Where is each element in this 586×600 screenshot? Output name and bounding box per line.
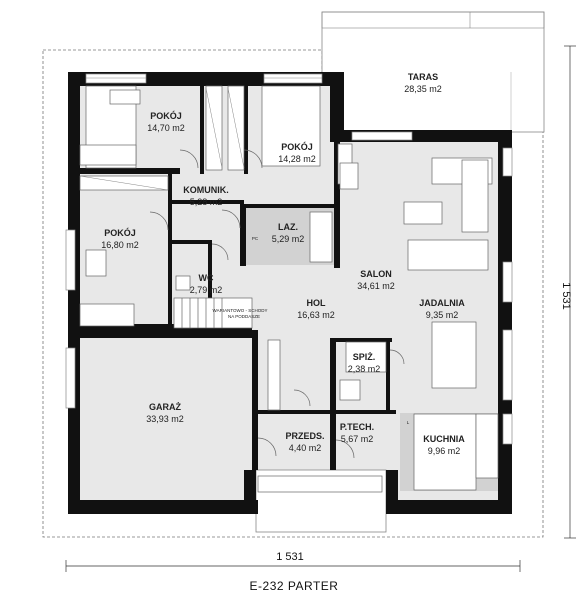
room-area-label: 14,70 m2 bbox=[147, 123, 185, 133]
plan-caption: E-232 PARTER bbox=[250, 579, 339, 593]
room-area-label: 9,35 m2 bbox=[426, 310, 459, 320]
room-name-label: SALON bbox=[360, 269, 392, 279]
room-area-label: 28,35 m2 bbox=[404, 84, 442, 94]
room-name-label: JADALNIA bbox=[419, 298, 465, 308]
room-area-label: 16,63 m2 bbox=[297, 310, 335, 320]
dimension-lines bbox=[65, 45, 576, 572]
room-area-label: 16,80 m2 bbox=[101, 240, 139, 250]
room-area-label: 2,38 m2 bbox=[348, 364, 381, 374]
doors bbox=[149, 149, 405, 459]
stair-note-line2: NA PODDASZE bbox=[228, 314, 260, 319]
room-name-label: KOMUNIK. bbox=[183, 185, 229, 195]
depth-dimension: 1 531 bbox=[560, 282, 572, 310]
room-area-label: 14,28 m2 bbox=[278, 154, 316, 164]
stair-note-line1: WARIANTOWO - SCHODY bbox=[213, 308, 268, 313]
room-name-label: GARAŻ bbox=[149, 402, 181, 412]
windows bbox=[65, 73, 513, 445]
room-name-label: POKÓJ bbox=[281, 141, 313, 152]
room-labels: POKÓJ 14,70 m2 POKÓJ 14,28 m2 TARAS 28,35 m2 K… bbox=[101, 72, 465, 456]
room-area-label: 9,96 m2 bbox=[428, 446, 461, 456]
room-area-label: 5,28 m2 bbox=[190, 197, 223, 207]
width-dimension: 1 531 bbox=[276, 551, 304, 563]
room-area-label: 4,40 m2 bbox=[289, 443, 322, 453]
room-area-label: 33,93 m2 bbox=[146, 414, 184, 424]
pc-mark: PC bbox=[252, 236, 259, 241]
room-name-label: SPIŻ. bbox=[353, 352, 376, 362]
room-area-label: 34,61 m2 bbox=[357, 281, 395, 291]
room-name-label: KUCHNIA bbox=[423, 434, 465, 444]
room-name-label: PRZEDS. bbox=[285, 431, 324, 441]
optional-stairs bbox=[173, 297, 253, 329]
room-name-label: HOL bbox=[307, 298, 327, 308]
room-name-label: POKÓJ bbox=[150, 110, 182, 121]
kitchen-mark: L bbox=[407, 420, 410, 425]
furniture bbox=[79, 85, 499, 493]
room-name-label: LAZ. bbox=[278, 222, 298, 232]
room-name-label: P.TECH. bbox=[340, 422, 374, 432]
room-name-label: WC bbox=[199, 273, 214, 283]
room-area-label: 5,29 m2 bbox=[272, 234, 305, 244]
room-area-label: 2,79 m2 bbox=[190, 285, 223, 295]
room-name-label: TARAS bbox=[408, 72, 438, 82]
room-area-label: 5,67 m2 bbox=[341, 434, 374, 444]
room-name-label: POKÓJ bbox=[104, 227, 136, 238]
